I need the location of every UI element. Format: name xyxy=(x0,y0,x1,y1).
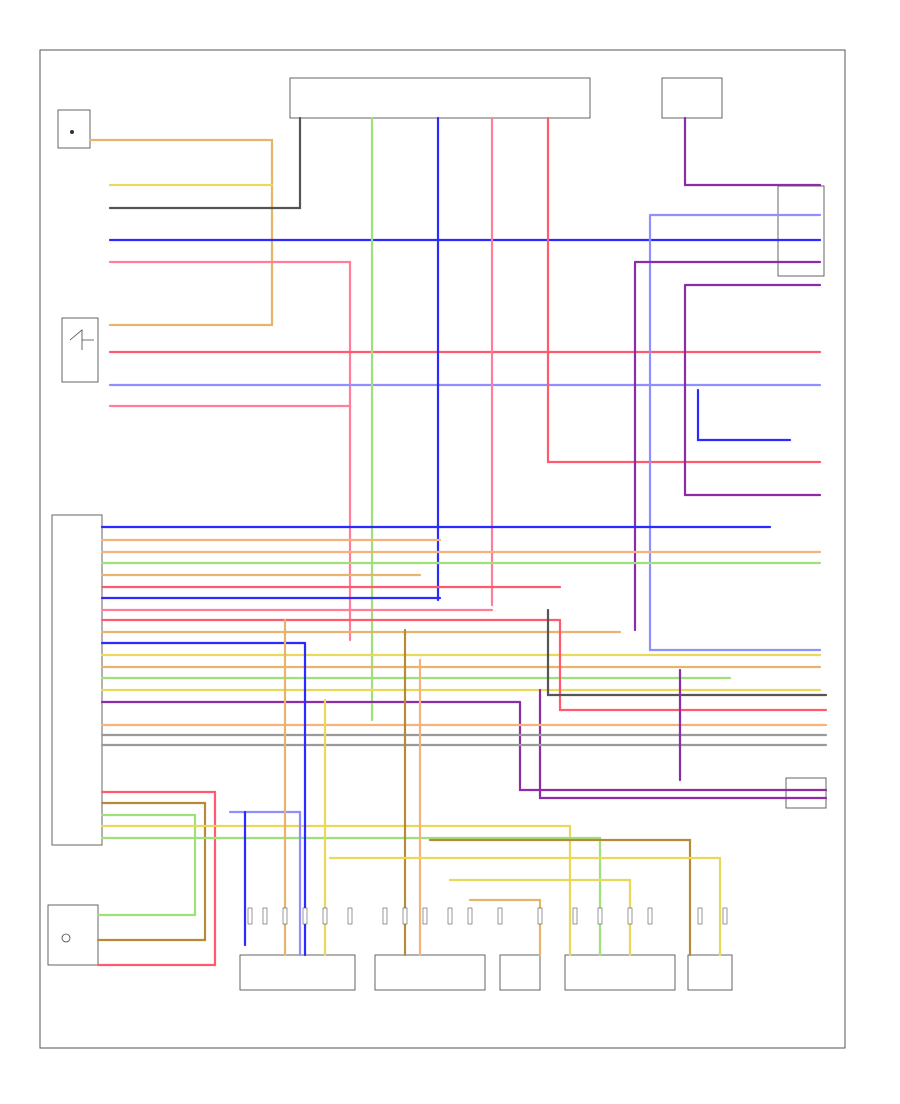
connector-pin-4 xyxy=(302,907,308,925)
connector-pin-18 xyxy=(697,907,703,925)
wire-purple-bottom xyxy=(518,700,828,792)
connector-pin-1 xyxy=(247,907,253,925)
sensor-bottom-5 xyxy=(687,954,733,991)
diagram-frame xyxy=(39,49,846,1049)
connector-pin-13 xyxy=(537,907,543,925)
wire-red-vertical xyxy=(546,116,822,464)
connector-pin-17 xyxy=(647,907,653,925)
connector-pin-3 xyxy=(282,907,288,925)
wire-yellow-v3 xyxy=(328,856,722,957)
switch-contact xyxy=(70,130,74,134)
connector-pin-15 xyxy=(597,907,603,925)
connector-pin-8 xyxy=(402,907,408,925)
connector-pin-14 xyxy=(572,907,578,925)
connector-pin-11 xyxy=(467,907,473,925)
wire-brown-v2 xyxy=(428,838,692,957)
wire-blue-loop xyxy=(696,388,792,442)
wire-green-low-2 xyxy=(100,836,602,957)
wire-lightblue-right xyxy=(648,213,822,652)
wires-layer xyxy=(88,116,828,967)
connector-pin-19 xyxy=(722,907,728,925)
wire-purple-3 xyxy=(683,283,822,497)
connector-pin-7 xyxy=(382,907,388,925)
wire-dark-right xyxy=(546,608,828,697)
sensor-bottom-3 xyxy=(499,954,541,991)
wire-yellow-low xyxy=(100,824,572,957)
pins-layer xyxy=(247,907,728,925)
wire-purple-top xyxy=(683,116,822,187)
actuator-bottom-2 xyxy=(374,954,486,991)
wire-green-low xyxy=(96,813,197,917)
wire-orange-1 xyxy=(88,138,274,327)
connector-right-bottom xyxy=(785,777,827,809)
switch-top-left xyxy=(57,109,91,149)
actuator-bottom-left xyxy=(47,904,99,966)
connector-pin-9 xyxy=(422,907,428,925)
fuse-relay-panel xyxy=(289,77,591,119)
wire-purple-2 xyxy=(633,260,822,632)
connector-pin-2 xyxy=(262,907,268,925)
wire-red-right xyxy=(558,618,828,712)
actuator-bottom-4 xyxy=(564,954,676,991)
wire-red-low xyxy=(96,790,217,967)
sensor-symbol xyxy=(69,329,94,350)
connector-pin-6 xyxy=(347,907,353,925)
wire-brown-low xyxy=(96,801,207,942)
connector-pin-16 xyxy=(627,907,633,925)
actuator-bottom-1 xyxy=(239,954,356,991)
wire-pink-1 xyxy=(108,260,352,642)
sensor-left xyxy=(61,317,99,383)
wire-orange-v2 xyxy=(468,898,542,957)
control-module xyxy=(51,514,103,846)
wire-lightblue-low xyxy=(228,810,302,957)
wire-dark-1 xyxy=(108,116,302,210)
actuator-symbol xyxy=(61,933,71,943)
wire-yellow-v2 xyxy=(448,878,632,957)
connector-pin-10 xyxy=(447,907,453,925)
connector-pin-12 xyxy=(497,907,503,925)
connector-pin-5 xyxy=(322,907,328,925)
fuse-box-right xyxy=(661,77,723,119)
